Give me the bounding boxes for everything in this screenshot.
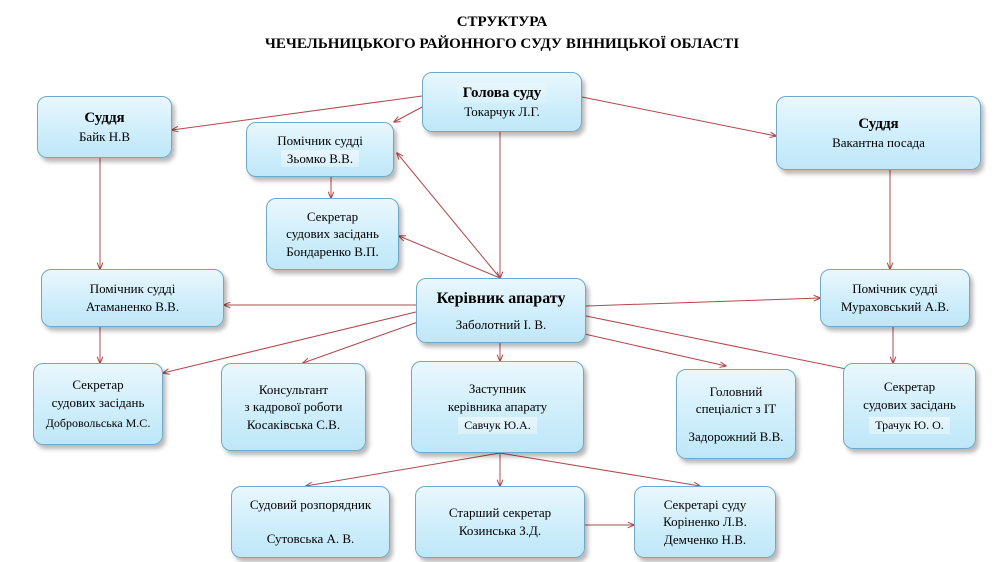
secretary-head-role2: судових засідань	[286, 226, 379, 242]
secretary-head-name: Бондаренко В.П.	[286, 243, 379, 259]
deputy-chief-role1: Заступник	[468, 381, 527, 397]
assistant-left-role: Помічник судді	[89, 281, 176, 297]
deputy-chief-name: Савчук Ю.А.	[458, 417, 537, 434]
consultant-name: Косаківська С.В.	[246, 416, 341, 432]
assistant-right-role: Помічник судді	[852, 281, 938, 297]
arrow-chief-to-assistant-head	[397, 153, 501, 279]
senior-secretary-role: Старший секретар	[448, 505, 552, 521]
arrow-deputy-to-court-manager	[306, 452, 501, 486]
court-manager-name: Сутовська А. В.	[266, 531, 355, 546]
secretary-right-role1: Секретар	[883, 379, 936, 395]
judge-left-box: Суддя Байк Н.В	[37, 96, 172, 158]
court-secretaries-role: Секретарі суду	[663, 496, 747, 512]
it-specialist-box: Головний спеціаліст з ІТ Задорожний В.В.	[676, 369, 796, 459]
arrow-head-to-judge-right	[581, 96, 776, 136]
senior-secretary-box: Старший секретар Козинська З.Д.	[415, 486, 585, 558]
arrow-chief-to-secretary-head	[399, 236, 501, 279]
head-of-court-title: Голова суду	[456, 83, 548, 104]
court-manager-box: Судовий розпорядник Сутовська А. В.	[231, 486, 390, 558]
arrow-chief-to-assistant-right	[585, 298, 820, 307]
secretary-head-box: Секретар судових засідань Бондаренко В.П…	[266, 198, 399, 270]
assistant-left-box: Помічник судді Атаманенко В.В.	[41, 269, 224, 327]
assistant-left-name: Атаманенко В.В.	[85, 299, 180, 314]
judge-right-title: Суддя	[858, 116, 899, 133]
secretary-right-role2: судових засідань	[863, 396, 956, 412]
it-specialist-role2: спеціаліст з ІТ	[695, 401, 777, 417]
secretary-left-role1: Секретар	[72, 377, 124, 393]
chart-title-line2: ЧЕЧЕЛЬНИЦЬКОГО РАЙОННОГО СУДУ ВІННИЦЬКОЇ…	[264, 36, 740, 52]
court-secretaries-name1: Коріненко Л.В.	[663, 514, 747, 530]
head-of-court-name: Токарчук Л.Г.	[464, 104, 540, 120]
it-specialist-name: Задорожний В.В.	[688, 428, 784, 444]
assistant-right-name: Мураховський А.В.	[840, 299, 950, 314]
court-manager-role: Судовий розпорядник	[249, 497, 372, 513]
deputy-chief-role2: керівника апарату	[447, 398, 548, 414]
judge-left-name: Байк Н.В	[78, 129, 131, 145]
it-specialist-role1: Головний	[709, 383, 763, 399]
consultant-role2: з кадрової роботи	[244, 399, 343, 415]
assistant-head-name: Зьомко В.В.	[280, 149, 360, 168]
arrow-chief-to-it	[579, 332, 726, 366]
consultant-role1: Консультант	[258, 381, 329, 397]
consultant-box: Консультант з кадрової роботи Косаківськ…	[221, 363, 366, 451]
senior-secretary-name: Козинська З.Д.	[458, 523, 542, 538]
judge-left-title: Суддя	[84, 110, 125, 127]
secretary-right-name: Трачук Ю. О.	[869, 417, 950, 434]
deputy-chief-box: Заступник керівника апарату Савчук Ю.А.	[411, 361, 584, 453]
chief-of-staff-box: Керівник апарату Заболотний І. В.	[416, 278, 586, 343]
arrow-chief-to-consultant	[303, 321, 419, 363]
chart-title-line1: СТРУКТУРА	[456, 14, 548, 30]
arrow-chief-to-secretary-left	[163, 311, 417, 373]
judge-right-box: Суддя Вакантна посада	[776, 96, 981, 170]
secretary-left-box: Секретар судових засідань Добровольська …	[33, 363, 163, 445]
arrow-chief-to-secretary-right	[585, 315, 856, 371]
chief-of-staff-name: Заболотний І. В.	[455, 316, 547, 332]
secretary-head-role1: Секретар	[306, 208, 359, 224]
arrow-head-to-assistant-head	[394, 105, 425, 122]
arrow-deputy-to-court-secretaries	[499, 452, 700, 486]
assistant-head-box: Помічник судді Зьомко В.В.	[246, 122, 394, 177]
court-secretaries-name2: Демченко Н.В.	[663, 531, 747, 547]
arrow-head-to-judge-left	[172, 95, 423, 130]
court-secretaries-box: Секретарі суду Коріненко Л.В. Демченко Н…	[634, 486, 776, 558]
secretary-right-box: Секретар судових засідань Трачук Ю. О.	[843, 363, 976, 449]
chief-of-staff-title: Керівник апарату	[436, 289, 566, 307]
secretary-left-name: Добровольська М.С.	[45, 416, 151, 431]
head-of-court-box: Голова суду Токарчук Л.Г.	[422, 72, 582, 132]
assistant-right-box: Помічник судді Мураховський А.В.	[820, 269, 970, 327]
assistant-head-role: Помічник судді	[277, 132, 363, 148]
judge-right-name: Вакантна посада	[832, 135, 925, 151]
secretary-left-role2: судових засідань	[51, 394, 145, 410]
